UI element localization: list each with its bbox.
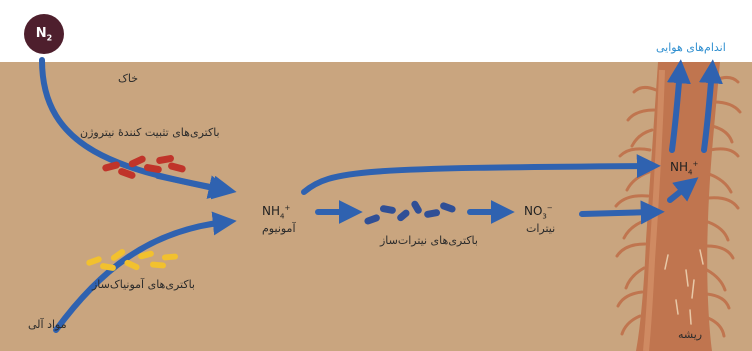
nitrate-label: نیترات — [526, 222, 556, 235]
arrow-to-aerial-1 — [666, 59, 691, 153]
arrow-nitrate-to-root — [579, 200, 665, 225]
arrow-to-aerial-2 — [698, 59, 723, 153]
nitrate-formula: NO3− — [524, 204, 553, 220]
arrow-organic-to-ammonium — [53, 211, 237, 333]
nitrogen-fixing-bacteria-label: باکتری‌های تثبیت کنندهٔ نیتروژن — [80, 126, 220, 139]
root-illustration — [614, 62, 742, 351]
soil-label: خاک — [118, 72, 138, 85]
root-ammonium-formula-base: NH — [670, 160, 688, 174]
ammonium-formula-sup: + — [284, 204, 291, 212]
n2-badge: N2 — [24, 14, 64, 54]
arrow-fixation-to-ammonium — [155, 173, 233, 199]
ammonium-formula: NH4+ — [262, 204, 290, 220]
aerial-organs-label: اندام‌های هوایی — [656, 41, 726, 54]
nitrate-formula-sup: − — [546, 204, 553, 212]
root-label: ریشه — [678, 328, 703, 341]
n2-symbol: N — [35, 26, 47, 41]
flow-arrows — [39, 57, 723, 333]
ammonium-formula-base: NH — [262, 204, 280, 218]
arrow-root-inner — [667, 177, 699, 203]
organic-matter-label: مواد آلی — [28, 318, 67, 331]
soil-background — [0, 62, 752, 351]
ammonifying-bacteria — [86, 249, 178, 271]
arrow-ammonium-to-root — [301, 154, 661, 195]
ammonifying-bacteria-label: باکتری‌های آمونیاک‌ساز — [92, 278, 195, 291]
nitrate-formula-sub: 3 — [542, 212, 547, 221]
ammonium-formula-sub: 4 — [280, 212, 285, 221]
root-ammonium-formula-sup: + — [692, 160, 699, 168]
root-ammonium-formula: NH4+ — [670, 160, 698, 176]
nitrifying-bacteria-label: باکتری‌های نیترات‌ساز — [380, 234, 478, 247]
n2-subscript: 2 — [46, 33, 53, 43]
nitrate-formula-base: NO — [524, 204, 543, 218]
nitrifying-bacteria — [364, 200, 456, 225]
root-ammonium-formula-sub: 4 — [688, 168, 693, 177]
ammonium-label: آمونیوم — [262, 222, 296, 235]
nitrogen-fixing-bacteria — [102, 155, 186, 179]
